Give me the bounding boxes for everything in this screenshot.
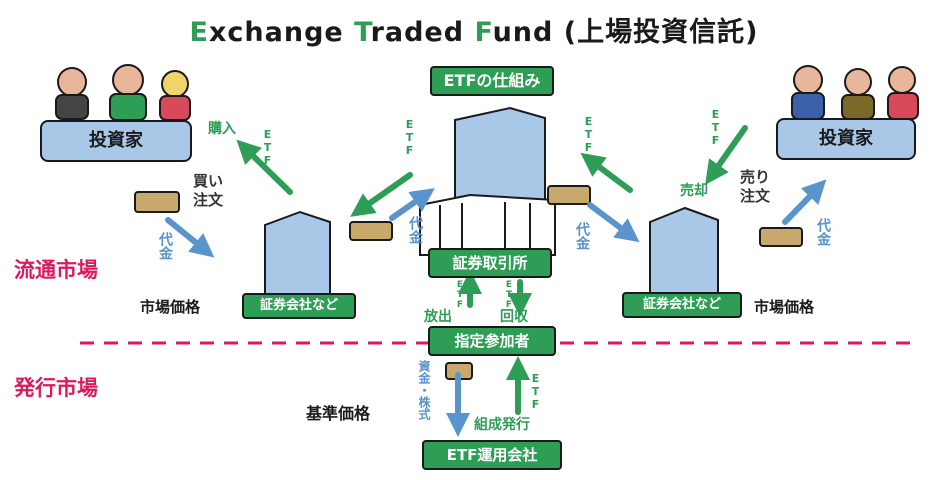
create-issue-label: 組成発行	[474, 417, 530, 433]
investors-right-icon	[791, 65, 919, 120]
cash-arrows	[165, 179, 827, 437]
broker-left-box: 証券会社など	[242, 293, 356, 319]
exchange-building-icon	[419, 106, 556, 256]
buy-label: 購入	[208, 121, 236, 137]
asset-manager-box: ETF運用会社	[422, 440, 562, 470]
exchange-box: 証券取引所	[428, 248, 552, 278]
investor-left-box: 投資家	[40, 120, 192, 162]
etf-label: ETF	[504, 280, 514, 310]
recover-label: 回収	[500, 309, 528, 325]
investors-left-icon	[55, 64, 191, 121]
etf-label: ETF	[455, 280, 465, 310]
broker-left-building-icon	[264, 210, 331, 299]
etf-label: ETF	[529, 372, 542, 411]
cash-label: 代金	[157, 232, 173, 260]
investor-right-box: 投資家	[776, 118, 916, 160]
market-price-right-label: 市場価格	[754, 298, 815, 316]
market-price-left-label: 市場価格	[140, 298, 201, 316]
etf-arrows	[236, 125, 748, 415]
broker-right-box: 証券会社など	[622, 292, 742, 318]
etf-label: ETF	[582, 115, 595, 154]
secondary-market-label: 流通市場	[14, 258, 98, 282]
cash-label: 代金	[815, 218, 831, 246]
etf-label: ETF	[709, 108, 722, 147]
cash-label: 代金	[574, 222, 590, 250]
designated-participant-box: 指定参加者	[428, 326, 556, 356]
sell-label: 売却	[680, 183, 708, 199]
money-icon	[134, 185, 803, 380]
primary-market-label: 発行市場	[14, 376, 98, 400]
cash-stock-label: 資金・株式	[417, 360, 431, 420]
buy-order-label: 買い 注文	[193, 172, 224, 209]
base-price-label: 基準価格	[306, 404, 371, 423]
cash-label: 代金	[407, 216, 423, 244]
broker-right-building-icon	[649, 206, 719, 299]
etf-label: ETF	[403, 118, 416, 157]
release-label: 放出	[424, 309, 452, 325]
sell-order-label: 売り 注文	[740, 168, 771, 205]
etf-label: ETF	[261, 128, 274, 167]
page-title: Exchange Traded Fund (上場投資信託)	[189, 17, 759, 48]
etf-structure-label: ETFの仕組み	[430, 66, 554, 96]
